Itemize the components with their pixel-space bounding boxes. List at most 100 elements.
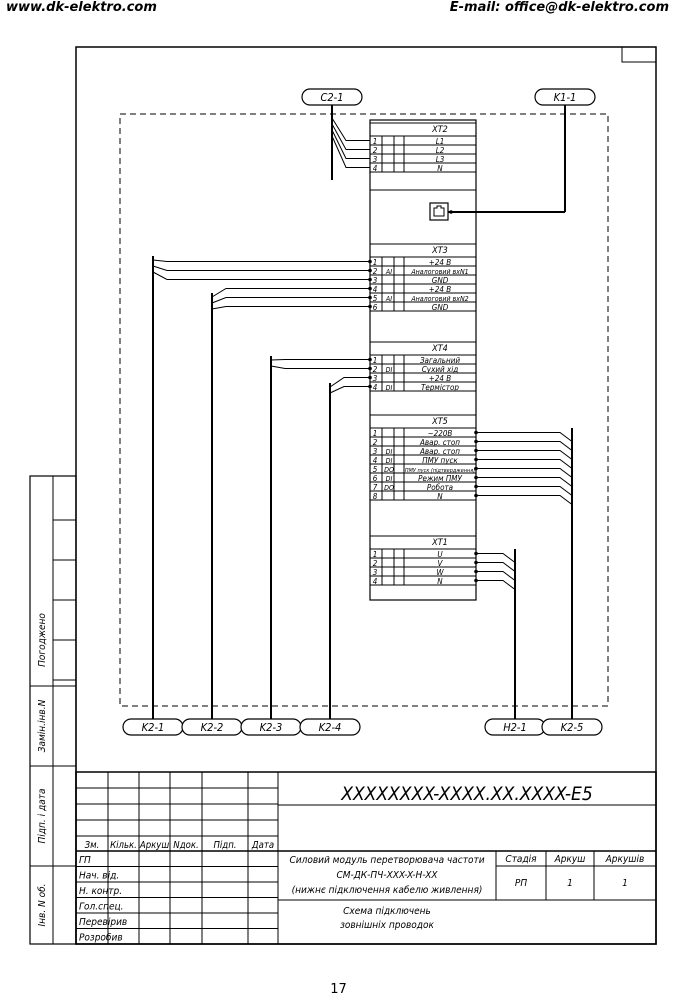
- xt4-block-row-name: +24 В: [429, 374, 451, 383]
- title-col-header: Аркуш: [139, 840, 169, 851]
- xt3-block-row-num: 2: [373, 267, 378, 276]
- bus-k2-2-wire: [211, 297, 370, 304]
- xt3-block-row-name: Аналоговий вхN1: [410, 268, 468, 276]
- cable-bottom-k2-4-label: K2-4: [319, 721, 342, 734]
- bus-k2-2-dot: [368, 286, 372, 291]
- bus-k2-5-wire: [476, 477, 573, 487]
- title-role-label: Н. контр.: [79, 886, 122, 897]
- xt3-block-row-name: +24 В: [429, 258, 451, 267]
- xt5-block-row-name: Авар. стоп: [419, 447, 460, 456]
- cable-bottom-k2-1-label: K2-1: [142, 721, 165, 734]
- bus-k2-5-dot: [474, 439, 478, 444]
- cable-top-c2-1-label: C2-1: [320, 91, 343, 104]
- xt1-block-row-name: N: [437, 577, 443, 586]
- title-col-header: Дата: [251, 840, 274, 851]
- bus-k2-2-dot: [368, 304, 372, 309]
- xt5-block-row-name: ПМУ пуск: [422, 456, 458, 465]
- xt5-block-row-num: 2: [373, 438, 378, 447]
- xt5-block-row-name: Робота: [427, 483, 453, 492]
- product-line-2: СМ-ДК-ПЧ-XXX-X-H-XX: [336, 870, 438, 881]
- bus-k2-1-wire: [152, 259, 370, 262]
- xt5-block-row-num: 7: [373, 483, 378, 492]
- xt3-block-row-name: GND: [432, 276, 449, 285]
- title-role-label: ГП: [79, 855, 91, 866]
- bus-k2-5-wire: [476, 450, 573, 460]
- xt1-block-row-num: 3: [373, 568, 378, 577]
- drawing-frame: [75, 46, 657, 945]
- sheets-value: 1: [622, 878, 628, 889]
- sheet-title-line-1: Схема підключень: [343, 905, 431, 917]
- stage-value: РП: [515, 878, 527, 889]
- xt4-block-row-name: Термістор: [421, 383, 459, 392]
- xt5-block-title: XT5: [431, 417, 448, 427]
- xt4-block-title: XT4: [431, 344, 448, 354]
- bus-k2-5-wire: [476, 441, 573, 451]
- product-line-1: Силовий модуль перетворювача частоти: [289, 855, 484, 866]
- wire-c2-1-2: [331, 123, 370, 150]
- title-col-header: Підп.: [213, 840, 236, 851]
- bus-k2-5-wire: [476, 495, 573, 505]
- sheet-title-line-2: зовнішніх проводок: [340, 919, 434, 931]
- xt3-block-row-num: 4: [373, 285, 378, 294]
- title-col-header: Кільк.: [110, 840, 137, 851]
- bus-k2-3-wire: [270, 359, 370, 361]
- xt1-block-row-name: V: [438, 559, 444, 568]
- xt5-block-row-type: DO: [384, 466, 394, 474]
- bus-h2-1-wire: [476, 562, 516, 572]
- stage-label: Стадія: [505, 853, 537, 865]
- xt4-block-row-type: DI: [386, 366, 393, 374]
- xt2-block-row-num: 2: [373, 146, 378, 155]
- bus-h2-1-dot: [474, 569, 478, 574]
- bus-k2-5-dot: [474, 466, 478, 471]
- bus-h2-1-wire: [476, 580, 516, 590]
- xt5-block-row-type: DI: [386, 448, 393, 456]
- xt5-block-row-type: DI: [386, 475, 393, 483]
- xt2-block-row-name: L2: [436, 146, 445, 155]
- xt2-block-row-num: 3: [373, 155, 378, 164]
- xt5-block-row-num: 8: [373, 492, 378, 501]
- xt2-block-title: XT2: [431, 125, 448, 135]
- frame-corner-box: [621, 46, 657, 63]
- xt4-block-row-name: Сухий хід: [422, 365, 458, 374]
- title-col-header: Зм.: [85, 840, 100, 851]
- bus-k2-5-dot: [474, 430, 478, 435]
- bus-k2-2-dot: [368, 295, 372, 300]
- bus-k2-5-wire: [476, 432, 573, 442]
- sheets-label: Аркушів: [605, 853, 645, 865]
- title-role-label: Гол.спец.: [79, 902, 123, 913]
- xt5-block-row-type: DO: [384, 484, 394, 492]
- xt1-block-row-num: 1: [373, 550, 378, 559]
- bus-k2-3-dot: [368, 357, 372, 362]
- xt5-block-row-name: Режим ПМУ: [418, 474, 462, 483]
- bus-k2-1-wire: [152, 271, 370, 280]
- bus-k2-1-dot: [368, 277, 372, 282]
- xt5-block-row-type: DI: [386, 457, 393, 465]
- bus-k2-5-dot: [474, 493, 478, 498]
- website-link[interactable]: www.dk-elektro.com: [6, 0, 157, 15]
- title-role-label: Перевірив: [79, 916, 127, 928]
- xt4-block-row-name: Загальний: [420, 356, 460, 365]
- xt3-block-title: XT3: [431, 246, 448, 256]
- side-stamp-inv-orig: Інв. N об.: [36, 883, 48, 926]
- title-role-label: Розробив: [79, 932, 123, 944]
- rj-port-socket: [433, 205, 445, 217]
- bus-h2-1-wire: [476, 553, 516, 563]
- side-stamp-inv-replace: Замін.інв.N: [36, 699, 48, 752]
- xt2-block-row-num: 1: [373, 137, 378, 146]
- xt1-block-row-num: 2: [373, 559, 378, 568]
- sheet-value: 1: [567, 878, 573, 889]
- email-link[interactable]: E-mail: office@dk-elektro.com: [449, 0, 669, 15]
- device-boundary: [119, 113, 609, 707]
- xt5-block-row-num: 5: [373, 465, 378, 474]
- bus-k2-2-wire: [211, 306, 370, 310]
- bus-k2-4-wire: [329, 377, 370, 388]
- wire-c2-1-3: [331, 129, 370, 159]
- page-number: 17: [330, 982, 347, 997]
- side-stamp-approved: Погоджено: [37, 613, 48, 667]
- cable-bottom-h2-1-label: H2-1: [503, 721, 527, 734]
- xt3-block-row-num: 1: [373, 258, 378, 267]
- cable-top-k1-1-label: K1-1: [554, 91, 577, 104]
- title-col-header: Nдок.: [173, 840, 198, 851]
- xt5-block-row-name: ПМУ пуск (підтвердження): [405, 468, 475, 474]
